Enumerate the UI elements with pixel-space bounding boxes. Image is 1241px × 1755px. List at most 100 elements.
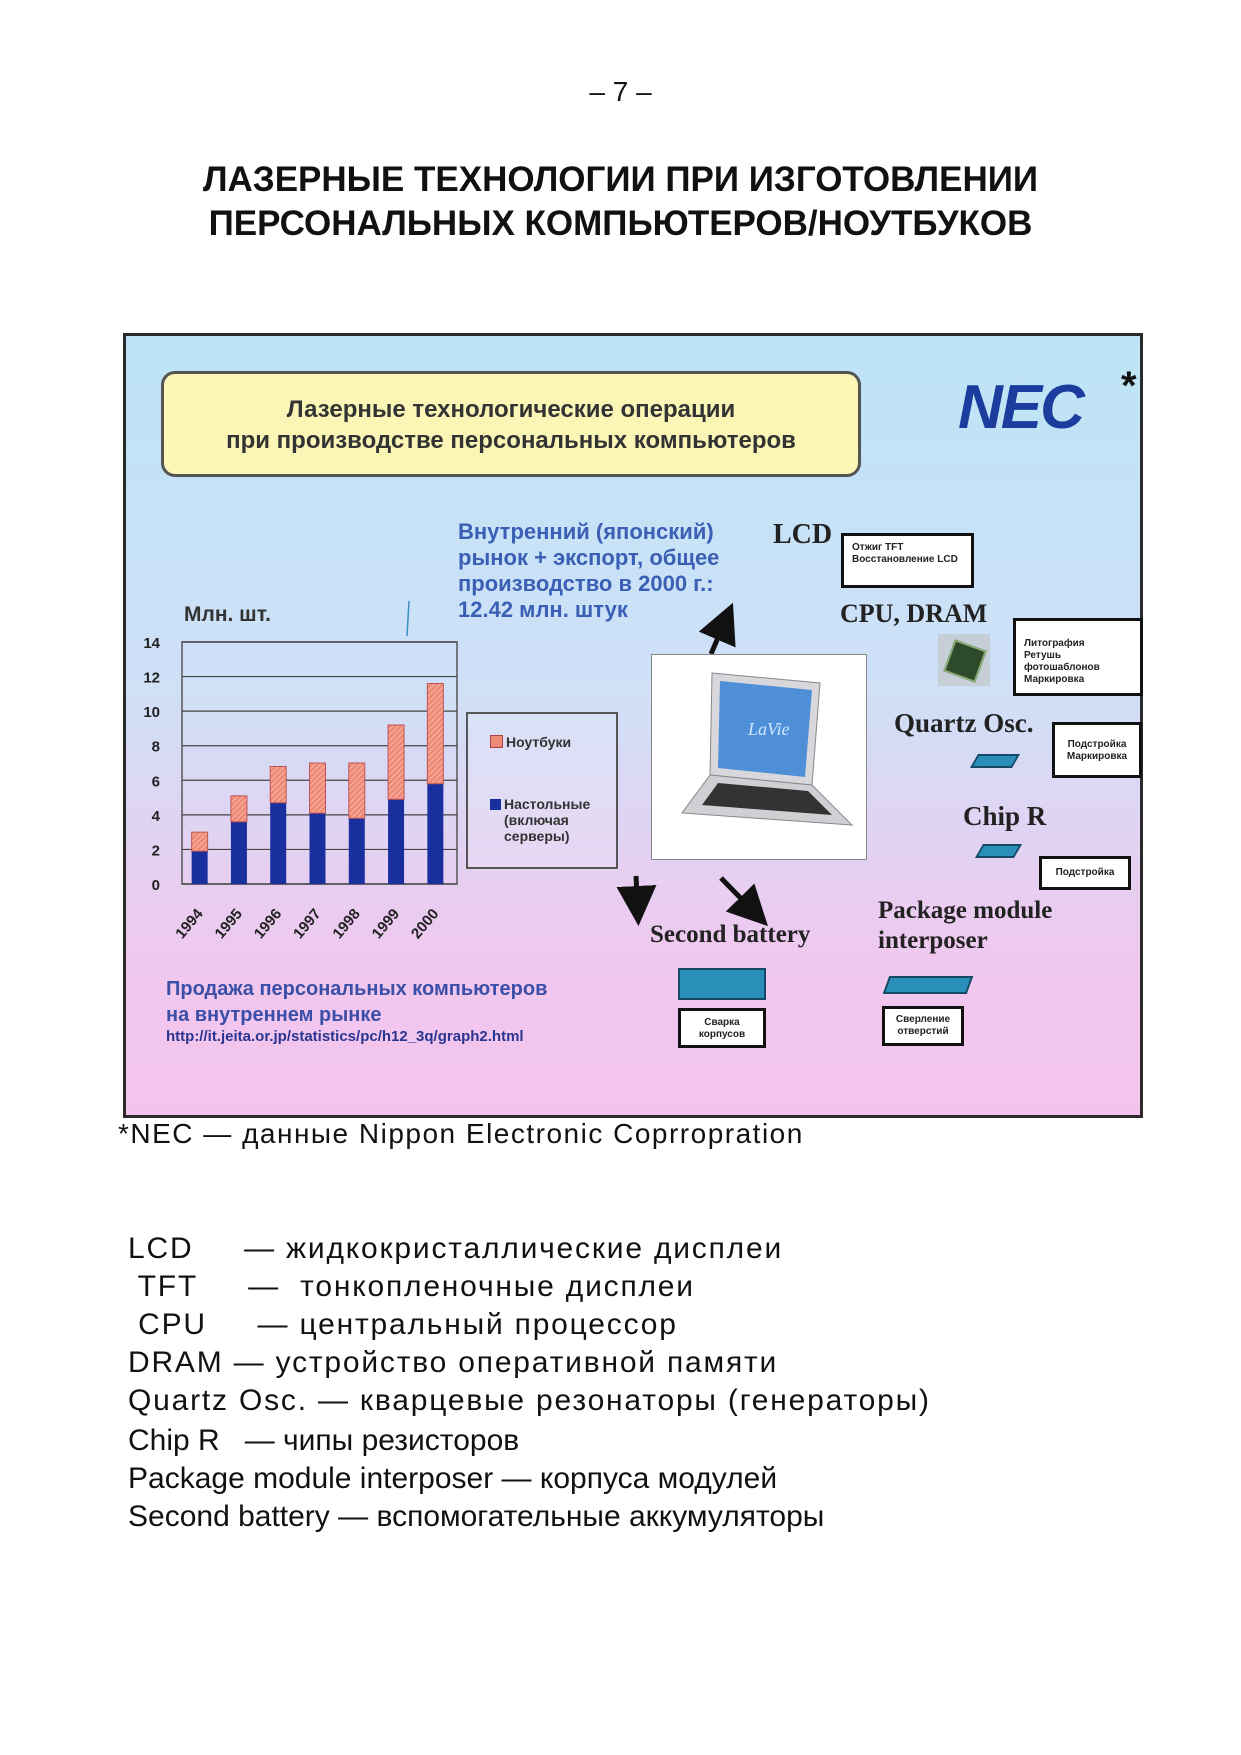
legend-label: Ноутбуки bbox=[506, 734, 572, 750]
figure-header: Лазерные технологические операции при пр… bbox=[161, 371, 861, 477]
bar-notebooks bbox=[191, 831, 209, 852]
bar-desktops bbox=[309, 813, 326, 884]
bar-notebooks bbox=[348, 762, 366, 819]
source-url: http://it.jeita.or.jp/statistics/pc/h12_… bbox=[166, 1028, 524, 1045]
package-label: Package module interposer bbox=[878, 896, 1052, 956]
package-block-icon bbox=[882, 976, 974, 994]
page-title-line-1: ЛАЗЕРНЫЕ ТЕХНОЛОГИИ ПРИ ИЗГОТОВЛЕНИИ bbox=[202, 160, 1039, 199]
sales-line: на внутреннем рынке bbox=[166, 1004, 382, 1026]
legend-label: серверы) bbox=[504, 828, 570, 844]
figure-header-line-2: при производстве персональных компьютеро… bbox=[226, 427, 796, 454]
quartz-block-icon bbox=[969, 754, 1021, 768]
label-line: interposer bbox=[878, 927, 988, 954]
laptop-icon: LaVie bbox=[681, 672, 854, 826]
op: Восстановление LCD bbox=[852, 554, 958, 565]
laptop-image: LaVie bbox=[651, 654, 867, 860]
glossary-item: DRAM — устройство оперативной памяти bbox=[128, 1346, 779, 1379]
op: Сварка bbox=[704, 1017, 740, 1028]
bar-desktops bbox=[348, 818, 365, 884]
note-pointer bbox=[406, 600, 410, 637]
arrow-package bbox=[719, 876, 768, 927]
bar-notebooks bbox=[426, 682, 444, 785]
production-note: Внутренний (японский) рынок + экспорт, о… bbox=[458, 519, 719, 623]
battery-block-icon bbox=[678, 968, 766, 1000]
y-tick-label: 6 bbox=[152, 773, 160, 790]
op: Маркировка bbox=[1024, 674, 1085, 685]
package-operations: Сверление отверстий bbox=[882, 1006, 964, 1046]
op: Подстройка bbox=[1055, 867, 1115, 878]
y-tick-label: 8 bbox=[152, 739, 160, 756]
bar-desktops bbox=[427, 783, 444, 884]
op: корпусов bbox=[698, 1029, 746, 1040]
quartz-label: Quartz Osc. bbox=[894, 708, 1034, 738]
y-tick-label: 0 bbox=[152, 877, 160, 894]
bar-notebooks bbox=[230, 795, 248, 823]
x-tick-label: 1997 bbox=[290, 906, 324, 942]
x-tick-label: 1994 bbox=[172, 905, 207, 942]
sales-caption: Продажа персональных компьютеров на внут… bbox=[166, 976, 547, 1028]
chipr-block-icon bbox=[974, 844, 1023, 858]
glossary-item: TFT — тонкопленочные дисплеи bbox=[128, 1270, 695, 1303]
glossary-item: Package module interposer — корпуса моду… bbox=[128, 1462, 778, 1495]
legend-item-notebooks: Ноутбуки bbox=[490, 734, 571, 750]
asterisk: * bbox=[1121, 364, 1137, 408]
legend-label: Настольные bbox=[504, 796, 591, 812]
bar-notebooks bbox=[309, 762, 326, 814]
bar-desktops bbox=[270, 802, 287, 884]
glossary-item: Second battery — вспомогательные аккумул… bbox=[128, 1500, 825, 1533]
y-tick-label: 12 bbox=[143, 670, 160, 687]
op: Подстройка bbox=[1067, 739, 1127, 750]
quartz-operations: Подстройка Маркировка bbox=[1052, 722, 1142, 778]
glossary-item: CPU — центральный процессор bbox=[128, 1308, 678, 1341]
x-tick-label: 1998 bbox=[329, 906, 363, 942]
lcd-operations: Отжиг TFT Восстановление LCD bbox=[841, 533, 974, 588]
glossary-item: LCD — жидкокристаллические дисплеи bbox=[128, 1232, 783, 1265]
arrow-lcd bbox=[698, 602, 736, 655]
bar-notebooks bbox=[269, 765, 287, 804]
glossary-item: Chip R — чипы резисторов bbox=[128, 1424, 520, 1457]
figure-header-line-1: Лазерные технологические операции bbox=[286, 396, 736, 423]
y-tick-label: 14 bbox=[143, 635, 160, 652]
op: Отжиг TFT bbox=[852, 542, 904, 553]
chipr-label: Chip R bbox=[963, 801, 1047, 831]
sales-line: Продажа персональных компьютеров bbox=[166, 978, 548, 1000]
arrow-battery bbox=[616, 875, 657, 926]
cpu-dram-label: CPU, DRAM bbox=[840, 599, 988, 628]
cpu-chip-image bbox=[938, 634, 990, 686]
legend-label: (включая bbox=[504, 812, 569, 828]
note-line: производство в 2000 г.: bbox=[458, 571, 714, 596]
y-tick-label: 4 bbox=[152, 808, 161, 825]
op: отверстий bbox=[897, 1026, 949, 1037]
legend-swatch bbox=[490, 799, 501, 810]
y-tick-label: 2 bbox=[152, 842, 160, 859]
chip-icon bbox=[943, 639, 987, 683]
lcd-label: LCD bbox=[773, 519, 833, 550]
op: Маркировка bbox=[1066, 751, 1128, 762]
label-line: Package module bbox=[878, 897, 1053, 924]
note-line: рынок + экспорт, общее bbox=[458, 545, 720, 570]
figure: Лазерные технологические операции при пр… bbox=[123, 333, 1143, 1118]
y-tick-label: 10 bbox=[143, 704, 160, 721]
bar-desktops bbox=[230, 821, 247, 884]
x-tick-label: 1996 bbox=[251, 906, 285, 942]
laptop-brand: LaVie bbox=[747, 719, 790, 739]
chipr-operations: Подстройка bbox=[1039, 856, 1131, 890]
op: Сверление bbox=[895, 1014, 951, 1025]
page-number: – 7 – bbox=[589, 76, 652, 107]
nec-logo: NEC bbox=[958, 373, 1085, 442]
note-line: Внутренний (японский) bbox=[458, 519, 714, 544]
battery-operations: Сварка корпусов bbox=[678, 1008, 766, 1048]
op: Ретушь фотошаблонов bbox=[1024, 650, 1100, 673]
page-title-line-2: ПЕРСОНАЛЬНЫХ КОМПЬЮТЕРОВ/НОУТБУКОВ bbox=[208, 204, 1033, 243]
battery-label: Second battery bbox=[650, 921, 811, 948]
x-tick-label: 1999 bbox=[369, 906, 403, 942]
note-line: 12.42 млн. штук bbox=[458, 597, 628, 622]
y-axis-label: Млн. шт. bbox=[184, 603, 271, 626]
x-tick-label: 2000 bbox=[408, 906, 442, 942]
bar-desktops bbox=[388, 799, 405, 884]
x-tick-label: 1995 bbox=[212, 906, 246, 942]
